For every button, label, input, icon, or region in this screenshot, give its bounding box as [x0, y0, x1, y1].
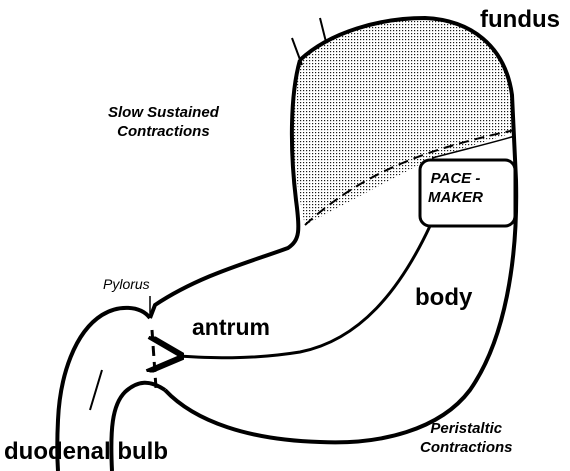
pacemaker-label: PACE - MAKER	[428, 170, 483, 208]
slow-contractions-line2: Contractions	[108, 123, 219, 142]
slow-contractions-label: Slow Sustained Contractions	[108, 104, 219, 142]
body-label: body	[415, 286, 472, 310]
esophagus-line-right	[320, 18, 326, 42]
duodenal-bulb-label: duodenal bulb	[4, 440, 168, 464]
peristaltic-line1: Peristaltic	[420, 420, 513, 439]
pacemaker-line2: MAKER	[428, 189, 483, 208]
peristaltic-contractions-label: Peristaltic Contractions	[420, 420, 513, 458]
lesser-curvature-outline	[150, 60, 300, 318]
antrum-label: antrum	[192, 316, 270, 339]
pylorus-dashed-line	[152, 330, 156, 388]
peristaltic-line2: Contractions	[420, 439, 513, 458]
duodenal-bulb-stroke	[90, 370, 102, 410]
fundus-label: fundus	[480, 8, 560, 32]
pacemaker-line1: PACE -	[428, 170, 483, 189]
esophagus-line-left	[292, 38, 302, 65]
slow-contractions-line1: Slow Sustained	[108, 104, 219, 123]
pylorus-label: Pylorus	[103, 277, 150, 291]
